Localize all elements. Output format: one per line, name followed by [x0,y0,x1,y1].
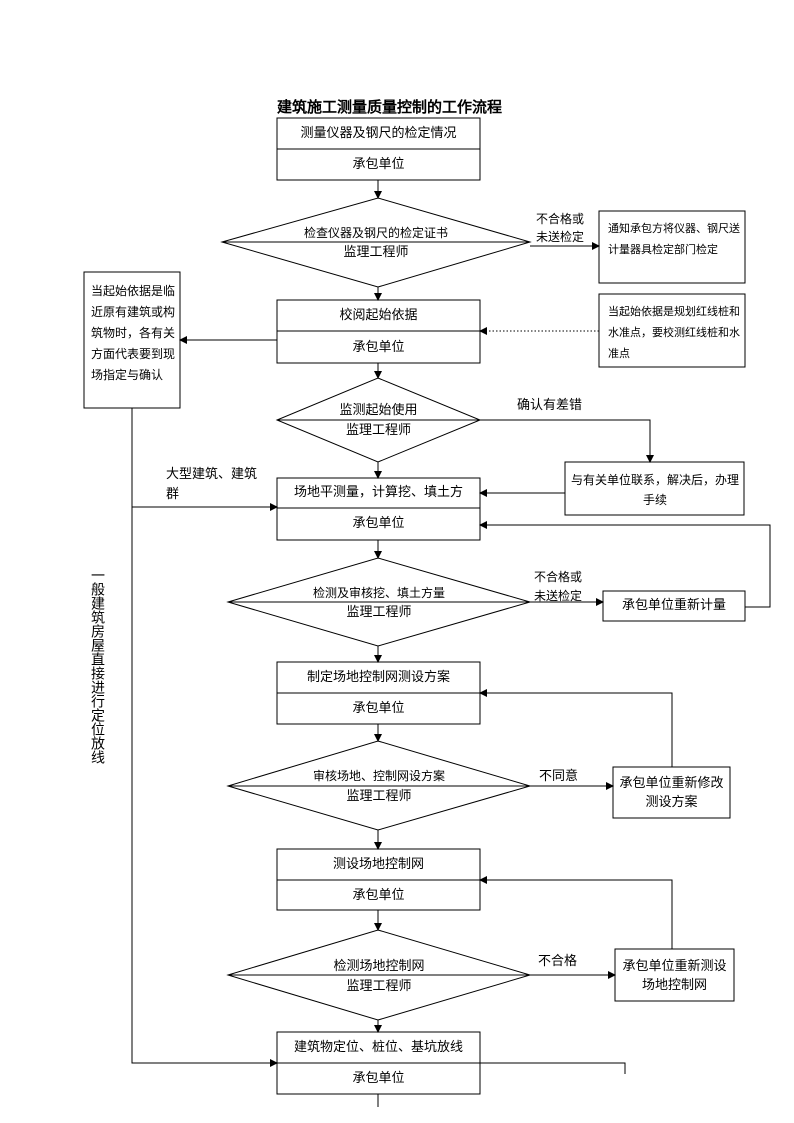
decision-5-role: 监理工程师 [346,979,412,994]
branch-6-box-text: 承包单位重新测设场地控制网 [622,959,727,993]
branch-6-label: 不合格 [538,954,578,969]
decision-1-role: 监理工程师 [343,245,409,260]
redline-note-text: 当起始依据是规划红线桩和水准点，要校测红线桩和水准点 [608,305,740,360]
decision-3-label: 检测及审核挖、填土方量 [312,586,445,600]
step-5-role: 承包单位 [352,888,405,903]
step-5-label: 测设场地控制网 [332,857,424,872]
step-4-label: 制定场地控制网测设方案 [306,670,450,685]
branch-3-label: 确认有差错 [517,398,583,413]
decision-2-role: 监理工程师 [345,423,411,438]
step-1-label: 测量仪器及钢尺的检定情况 [300,126,457,141]
branch-4-label: 不合格或未送检定 [534,570,583,603]
step-4-role: 承包单位 [352,701,405,716]
decision-1-label: 检查仪器及钢尺的检定证书 [303,226,448,240]
decision-3-role: 监理工程师 [346,605,412,620]
decision-5-label: 检测场地控制网 [333,959,425,974]
large-building-label: 大型建筑、建筑群 [166,467,258,502]
side-box-recount [602,590,746,622]
branch-4-box-text: 承包单位重新计量 [621,598,726,613]
step-2-role: 承包单位 [352,340,405,355]
branch-5-label: 不同意 [539,769,579,784]
step-6-label: 建筑物定位、桩位、基坑放线 [293,1040,463,1055]
step-2-label: 校阅起始依据 [339,308,418,323]
nearby-building-text: 当起始依据是临近原有建筑或构筑物时，各有关方面代表要到现场指定与确认 [91,284,176,382]
side-box-contact-units [564,461,745,516]
branch-3-box-text: 与有关单位联系，解决后，办理手续 [570,473,739,507]
decision-2-label: 监测起始使用 [339,403,418,418]
step-1-role: 承包单位 [352,157,405,172]
decision-4-role: 监理工程师 [346,789,412,804]
decision-4-label: 审核场地、控制网设方案 [312,769,445,783]
general-building-vertical-label: 一般建筑房屋直接进行定位放线 [89,568,105,764]
branch-5-box-text: 承包单位重新修改测设方案 [619,776,724,810]
step-3-label: 场地平测量，计算挖、填土方 [293,485,463,500]
branch-1-label: 不合格或未送检定 [536,212,585,244]
step-3-role: 承包单位 [352,516,405,531]
page-title: 建筑施工测量质量控制的工作流程 [277,98,503,116]
step-6-role: 承包单位 [352,1071,405,1086]
branch-1-box-text: 通知承包方将仪器、钢尺送计量器具检定部门检定 [608,222,740,256]
